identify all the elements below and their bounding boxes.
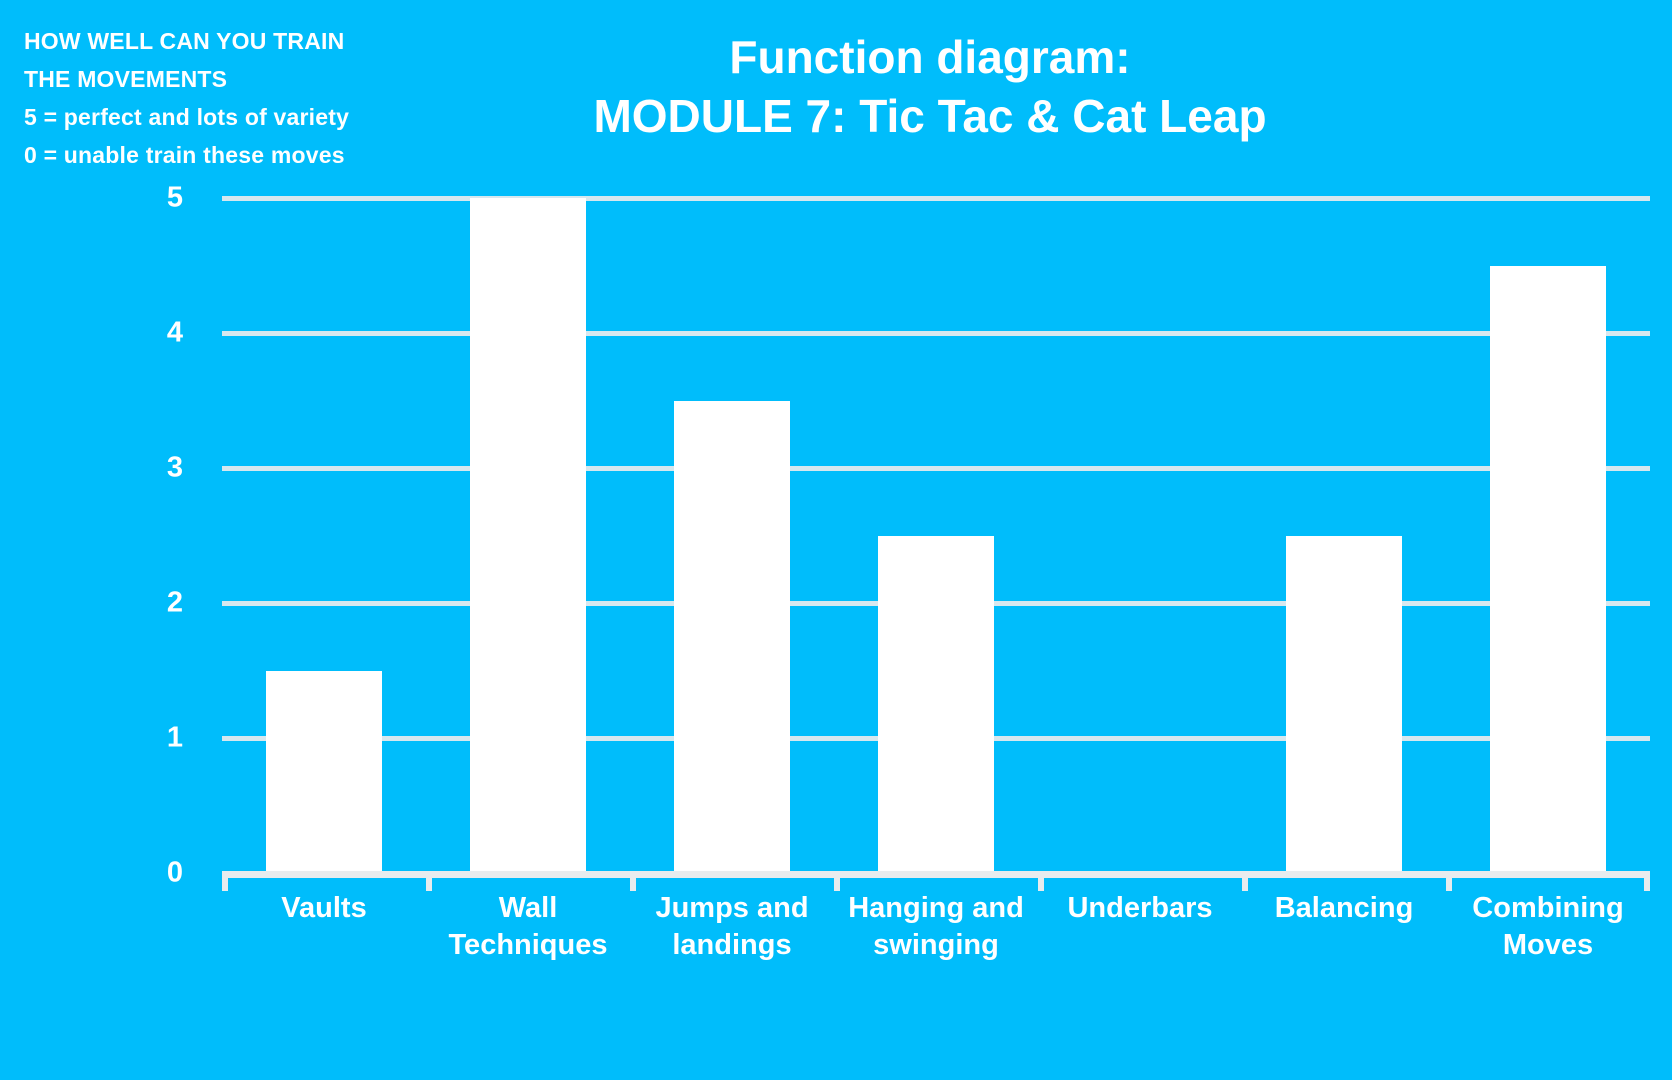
plot-area: [222, 196, 1650, 873]
y-tick-label-5: 5: [166, 181, 183, 214]
x-axis-line: [222, 871, 1650, 891]
bar-vaults: [266, 670, 382, 873]
y-tick-label-2: 2: [166, 586, 183, 619]
x-label-line: Hanging and: [848, 892, 1024, 924]
x-tick-3: [834, 878, 840, 891]
x-label-line: Techniques: [448, 929, 608, 961]
x-category-label-underbars: Underbars: [1038, 890, 1242, 927]
scale-note: HOW WELL CAN YOU TRAIN THE MOVEMENTS 5 =…: [24, 22, 454, 174]
x-label-line: swinging: [873, 929, 999, 961]
x-label-line: Underbars: [1067, 892, 1213, 924]
bar-balancing: [1286, 535, 1402, 873]
x-category-label-jumps-and-landings: Jumps and landings: [630, 890, 834, 964]
gridline-4: [222, 331, 1650, 336]
y-tick-label-4: 4: [166, 316, 183, 349]
scale-note-line-4: 0 = unable train these moves: [24, 142, 345, 168]
bar-wall-techniques: [470, 198, 586, 873]
x-tick-end: [1644, 878, 1650, 891]
bar-jumps-and-landings: [674, 400, 790, 873]
x-label-line: landings: [672, 929, 792, 961]
scale-note-line-1: HOW WELL CAN YOU TRAIN: [24, 28, 345, 54]
y-axis-labels: 0 1 2 3 4 5: [0, 183, 205, 887]
x-label-line: Wall: [498, 892, 558, 924]
scale-note-line-3: 5 = perfect and lots of variety: [24, 104, 350, 130]
x-label-line: Vaults: [281, 892, 367, 924]
x-category-label-hanging-and-swinging: Hanging and swinging: [834, 890, 1038, 964]
y-tick-label-1: 1: [166, 721, 183, 754]
x-tick-1: [426, 878, 432, 891]
x-tick-0: [222, 878, 228, 891]
y-tick-label-3: 3: [166, 451, 183, 484]
x-label-line: Combining: [1472, 892, 1624, 924]
x-tick-2: [630, 878, 636, 891]
x-category-label-vaults: Vaults: [222, 890, 426, 927]
bar-combining-moves: [1490, 265, 1606, 873]
x-tick-4: [1038, 878, 1044, 891]
chart-title-line-2: MODULE 7: Tic Tac & Cat Leap: [593, 90, 1267, 142]
x-label-line: Balancing: [1274, 892, 1414, 924]
scale-note-line-2: THE MOVEMENTS: [24, 66, 228, 92]
x-tick-5: [1242, 878, 1248, 891]
x-category-label-balancing: Balancing: [1242, 890, 1446, 927]
y-tick-label-0: 0: [166, 856, 183, 889]
gridline-5: [222, 196, 1650, 201]
chart-title-line-1: Function diagram:: [729, 31, 1131, 83]
chart-title: Function diagram: MODULE 7: Tic Tac & Ca…: [430, 28, 1430, 146]
bar-hanging-and-swinging: [878, 535, 994, 873]
x-label-line: Jumps and: [655, 892, 809, 924]
x-label-line: Moves: [1502, 929, 1594, 961]
gridline-3: [222, 466, 1650, 471]
x-tick-6: [1446, 878, 1452, 891]
